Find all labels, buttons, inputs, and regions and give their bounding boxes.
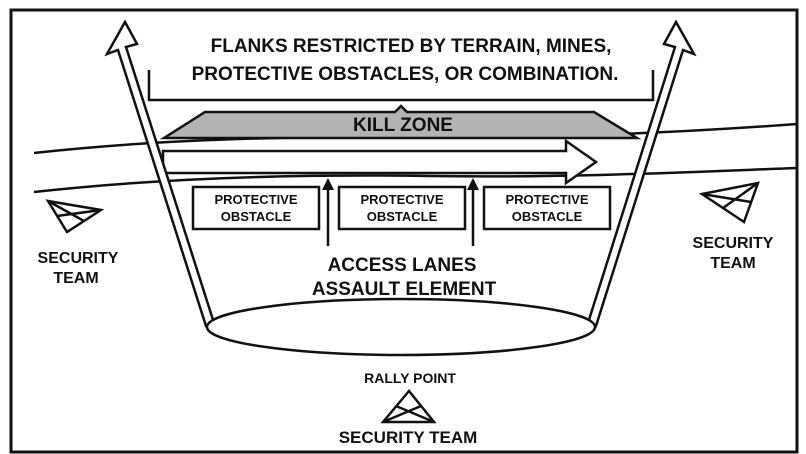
security-team-right-icon [698,181,760,224]
obstacle-3-label-line1: PROTECTIVE [505,192,588,207]
kill-zone-label: KILL ZONE [353,115,453,136]
left-flank-arrow-icon [104,19,216,328]
security-right-label-line1: SECURITY [693,235,774,252]
road-edge-bottom [33,166,798,194]
security-left-label-line1: SECURITY [38,250,119,267]
security-bottom-label: SECURITY TEAM [339,428,478,447]
obstacle-2-label-line2: OBSTACLE [367,209,438,224]
obstacle-2-label-line1: PROTECTIVE [360,192,443,207]
rally-point-label: RALLY POINT [364,370,456,386]
access-lane-arrow-right-icon [467,178,479,190]
security-team-bottom-icon [380,389,437,424]
security-right-label-line2: TEAM [710,255,755,272]
rally-point-ellipse [205,297,597,357]
right-flank-arrow-icon [586,19,697,328]
flanks-label-line2: PROTECTIVE OBSTACLES, OR COMBINATION. [192,64,619,85]
obstacle-1-label-line2: OBSTACLE [221,209,292,224]
access-lane-arrow-left-icon [322,178,334,190]
assault-element-label: ASSAULT ELEMENT [312,279,497,300]
security-team-left-icon [45,199,105,234]
access-lanes-label: ACCESS LANES [328,255,477,276]
security-left-label-line2: TEAM [53,270,98,287]
flanks-label-line1: FLANKS RESTRICTED BY TERRAIN, MINES, [211,36,612,57]
protective-obstacle-box-2 [337,185,467,231]
obstacle-3-label-line2: OBSTACLE [512,209,583,224]
kill-zone-area [159,104,642,140]
kill-zone-arrow-icon [161,138,599,186]
protective-obstacle-box-3 [482,185,612,231]
protective-obstacle-box-1 [191,185,321,231]
flank-bracket [147,70,655,102]
obstacle-1-label-line1: PROTECTIVE [214,192,297,207]
